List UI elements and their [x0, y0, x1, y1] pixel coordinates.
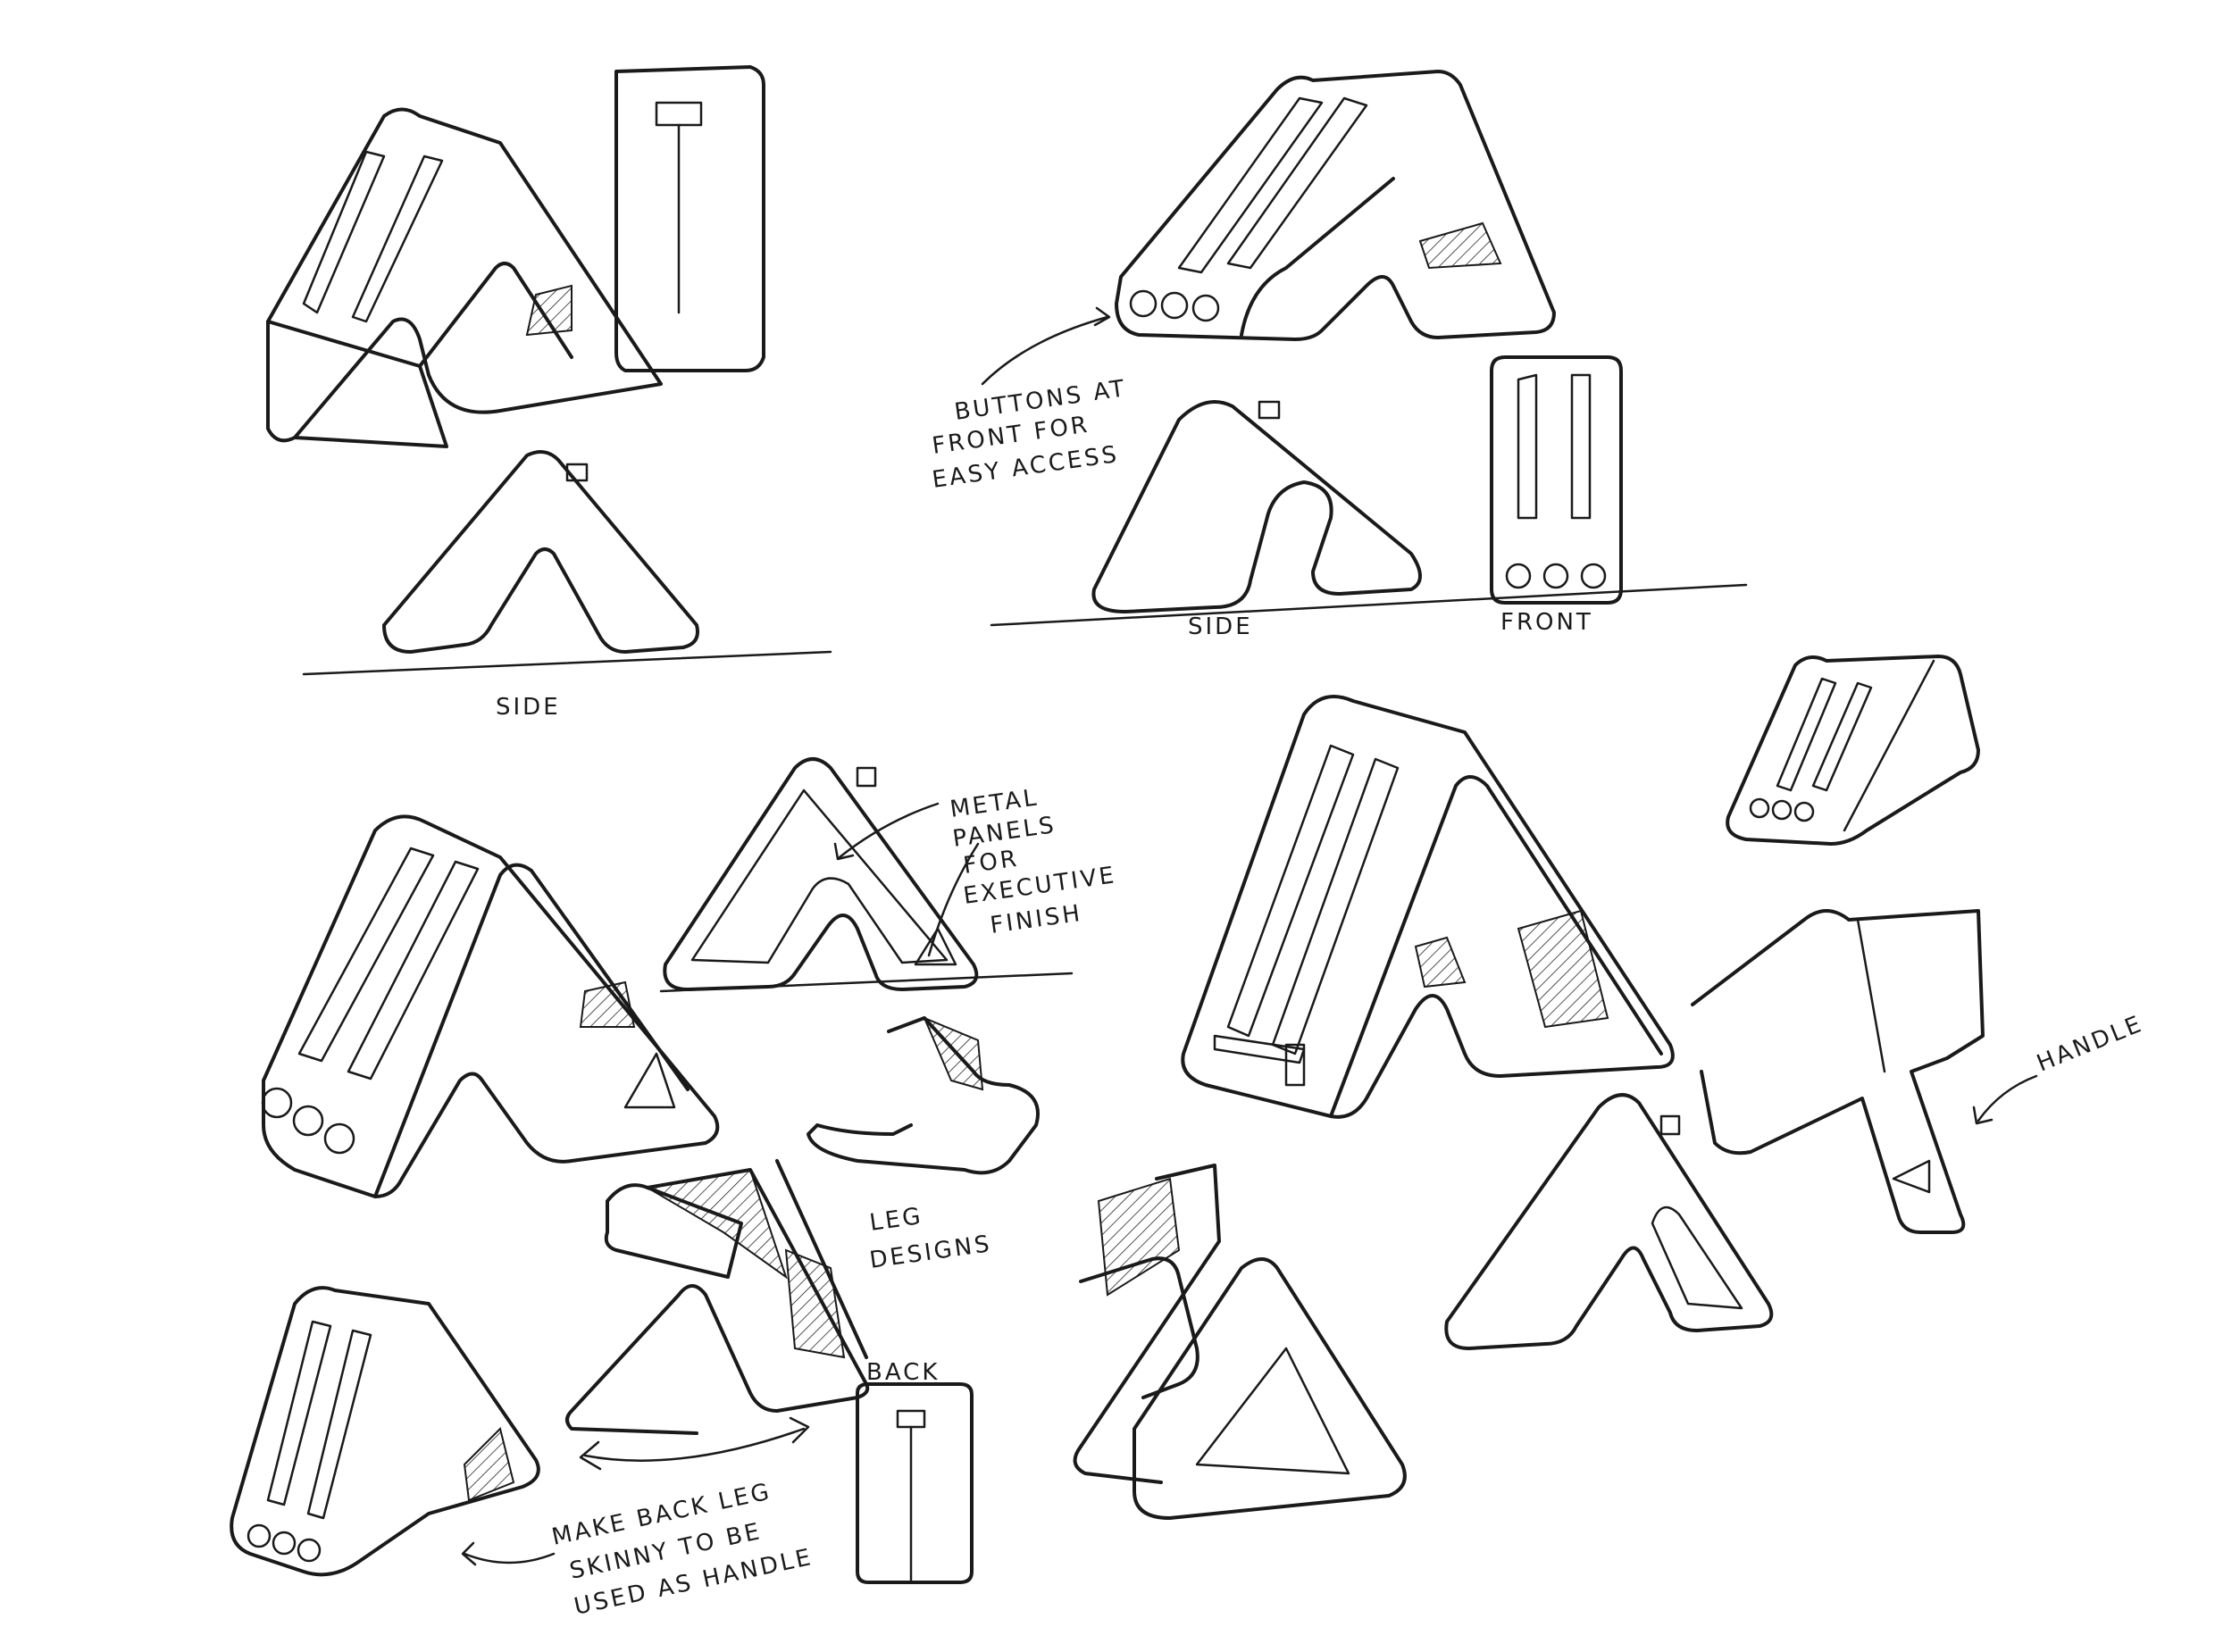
- side-label-1: SIDE: [496, 694, 561, 721]
- sketch-side-view-1: SIDE: [302, 450, 832, 721]
- sketch-handle-detail: HANDLE: [1691, 909, 2147, 1234]
- front-label: FRONT: [1500, 609, 1593, 636]
- sketch-side-view-3: [1444, 1093, 1774, 1350]
- leg-designs-line-1: LEG: [868, 1203, 925, 1237]
- sketch-toaster-bottomleft: [230, 1286, 556, 1577]
- sketch-metal-panels: [659, 757, 1074, 993]
- sketch-side-view-2: SIDE: [990, 400, 1748, 640]
- sketch-toaster-midright: [1181, 695, 1675, 1119]
- annotation-leg-designs: LEG DESIGNS: [868, 1203, 994, 1274]
- sketch-front-view: FRONT: [1490, 355, 1623, 636]
- metal-note-line-5: FINISH: [989, 900, 1084, 939]
- handle-label: HANDLE: [2033, 1011, 2147, 1078]
- sketch-toaster-topright: [1115, 70, 1556, 341]
- annotation-metal-panels-note: METAL PANELS FOR EXECUTIVE FINISH: [949, 784, 1118, 939]
- leg-designs-line-2: DESIGNS: [868, 1231, 994, 1274]
- sketch-leg-design-3: [1073, 1164, 1407, 1520]
- side-label-2: SIDE: [1188, 613, 1253, 640]
- back-label: BACK: [866, 1359, 940, 1386]
- annotation-skinny-note: MAKE BACK LEG SKINNY TO BE USED AS HANDL…: [549, 1478, 815, 1620]
- annotation-buttons-note: BUTTONS AT FRONT FOR EASY ACCESS: [931, 306, 1129, 494]
- sketch-back-view: BACK: [856, 1359, 974, 1584]
- double-arrow: [579, 1416, 810, 1471]
- sketch-toaster-midleft: [261, 814, 720, 1198]
- sketch-toaster-small: [1726, 655, 1980, 846]
- sketch-toaster-topleft: [266, 65, 765, 448]
- sketch-leg-design-2: [565, 1159, 870, 1435]
- sketch-leg-design-1: [807, 1016, 1040, 1175]
